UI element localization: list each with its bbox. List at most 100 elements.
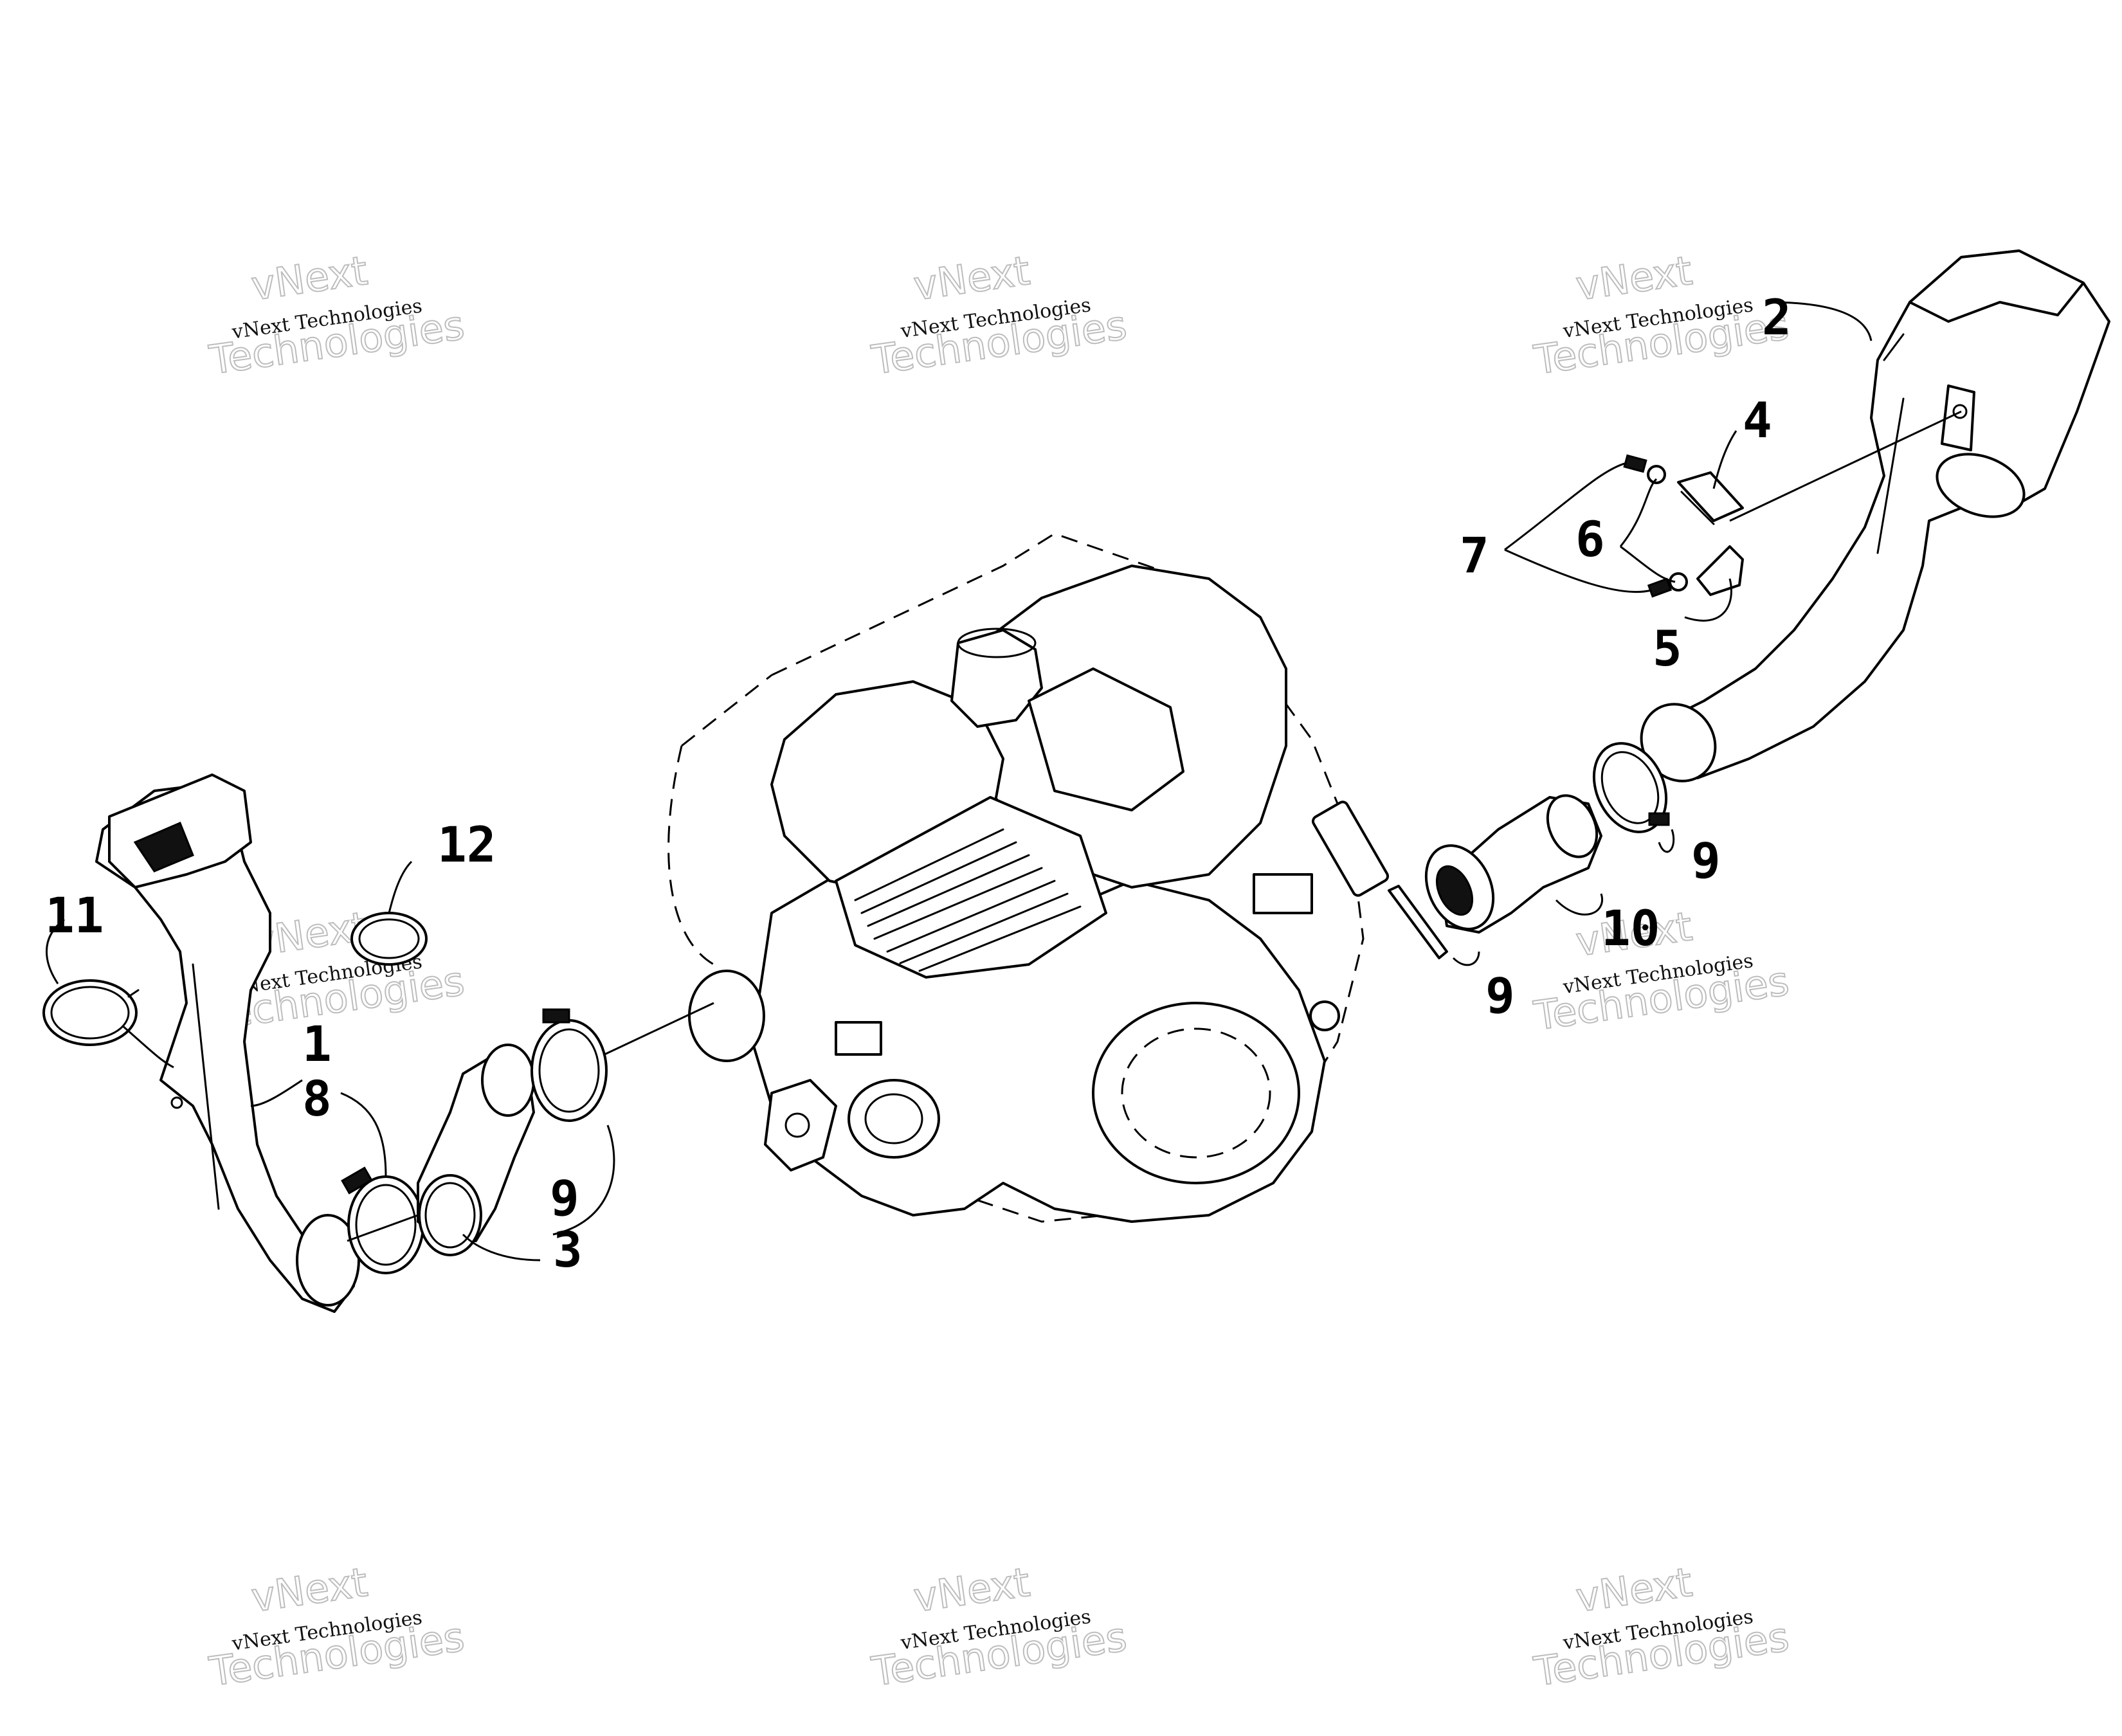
leader-7-bottom xyxy=(1504,548,1652,593)
screw-7-bottom xyxy=(1647,577,1673,598)
cvt-exhaust-port xyxy=(1311,800,1390,897)
exhaust-duct-body xyxy=(1651,249,2110,779)
leader-11-duct xyxy=(122,1024,174,1069)
engine-assembly xyxy=(667,532,1390,1223)
ring-clamp-11 xyxy=(42,979,140,1046)
callout-7: 7 xyxy=(1460,527,1489,584)
leader-11 xyxy=(46,918,65,984)
centerline-right xyxy=(1729,410,1962,522)
leader-8 xyxy=(340,1092,387,1177)
watermark-line1: vNext xyxy=(911,247,1033,309)
watermark-line1: vNext xyxy=(911,1559,1033,1621)
mount-bracket-right xyxy=(1253,873,1313,914)
hose-clamp-9-left-band xyxy=(530,1019,608,1122)
duct-boot-3-upper-rim xyxy=(481,1044,535,1117)
mount-bracket xyxy=(835,1021,882,1056)
leader-9-right xyxy=(1658,829,1675,853)
duct-mount-hole xyxy=(170,1096,183,1109)
callout-9-left: 9 xyxy=(550,1170,579,1227)
hose-clamp-9-left-inner xyxy=(538,1028,600,1113)
watermark-line1: vNext xyxy=(1573,1559,1695,1621)
callout-2: 2 xyxy=(1762,289,1791,346)
ring-clamp-11-inner xyxy=(50,986,130,1040)
callout-11: 11 xyxy=(45,887,104,944)
centerline-left xyxy=(604,1002,714,1056)
cvt-exhaust-duct xyxy=(1640,249,2110,782)
screw-7-top xyxy=(1623,454,1647,473)
duct-boot-3 xyxy=(417,1044,535,1256)
duct-boot-10-upper-rim xyxy=(1546,794,1599,858)
clip-5-body xyxy=(1696,545,1744,596)
watermark-bottom-right: vNext Technologies vNext Technologies xyxy=(1530,1558,1793,1696)
hose-clamp-9-edge xyxy=(1388,885,1448,959)
hose-clamp-9-right-upper xyxy=(1592,742,1670,833)
cylinder xyxy=(835,796,1107,979)
callout-9-right: 9 xyxy=(1691,832,1721,889)
output-yoke xyxy=(764,1079,837,1171)
hose-clamp-8-screw xyxy=(341,1166,373,1195)
callout-9-lower: 9 xyxy=(1485,967,1515,1024)
cooling-fins xyxy=(854,828,1082,972)
ring-clamp-12-band xyxy=(350,912,428,966)
washer-6-top xyxy=(1647,465,1666,484)
ring-clamp-11-gap xyxy=(127,989,140,998)
duct-seam-top xyxy=(1883,333,1905,361)
oil-filter-cap xyxy=(864,1093,923,1144)
hose-clamp-9-left xyxy=(530,1008,608,1122)
leader-3 xyxy=(462,1233,541,1261)
callout-10: 10 xyxy=(1601,900,1660,957)
watermark-line1: vNext xyxy=(1573,247,1695,309)
cover-bolt xyxy=(1309,1000,1340,1031)
yoke-hole xyxy=(784,1112,810,1138)
hose-clamp-9-right-screw xyxy=(1648,812,1670,826)
watermark-top-left: vNext Technologies vNext Technologies xyxy=(206,246,468,384)
bracket-4 xyxy=(1677,471,1744,525)
duct-boot-3-lower-rim-inner xyxy=(424,1182,476,1249)
callout-labels: 2 4 6 7 5 9 10 9 12 11 1 8 9 3 xyxy=(45,289,1791,1278)
watermark-line1: vNext xyxy=(248,247,370,309)
bracket-hole xyxy=(1952,404,1968,419)
hose-clamp-9-right-inner xyxy=(1601,751,1660,824)
hose-clamp-9-left-screw xyxy=(542,1008,570,1024)
watermark-top-center: vNext Technologies vNext Technologies xyxy=(868,246,1130,384)
oil-filter xyxy=(848,1079,940,1159)
leader-10 xyxy=(1555,893,1603,916)
callout-6: 6 xyxy=(1575,511,1605,568)
leader-4 xyxy=(1712,430,1737,489)
duct-boot-10-opening xyxy=(1435,865,1474,916)
duct-boot-10 xyxy=(1424,794,1602,934)
clip-5 xyxy=(1696,545,1744,596)
leader-6-bottom xyxy=(1620,545,1676,583)
callout-1: 1 xyxy=(302,1015,332,1072)
hose-clamp-9-right-lower xyxy=(1388,885,1448,959)
duct-seam xyxy=(1876,397,1905,554)
intake-boot-rim xyxy=(957,628,1037,658)
centerline-left-lower xyxy=(347,1214,419,1242)
cvt-intake-port xyxy=(688,970,765,1062)
stator-cover xyxy=(1092,1002,1300,1184)
callout-4: 4 xyxy=(1743,392,1772,449)
leader-9-lower xyxy=(1452,951,1480,966)
washers-6 xyxy=(1647,465,1688,592)
callout-5: 5 xyxy=(1653,620,1682,677)
leader-12 xyxy=(388,860,413,914)
bracket-4-body xyxy=(1677,471,1744,522)
cvt-intake-duct xyxy=(95,773,360,1313)
bracket-4-edge xyxy=(1680,491,1715,525)
leader-1 xyxy=(250,1079,303,1107)
watermark-top-right: vNext Technologies vNext Technologies xyxy=(1530,246,1793,384)
callout-12: 12 xyxy=(437,816,496,873)
stator-cover-inner xyxy=(1121,1027,1271,1159)
leader-2 xyxy=(1768,301,1873,341)
callout-8: 8 xyxy=(302,1070,332,1127)
starter-motor xyxy=(1028,667,1184,811)
intake-screen xyxy=(133,822,194,873)
leader-9-left xyxy=(552,1125,615,1236)
leader-6-top xyxy=(1619,478,1658,547)
duct-boot-3-lower-rim xyxy=(418,1174,482,1256)
ring-clamp-11-band xyxy=(42,979,138,1046)
assembly-centerlines xyxy=(347,410,1962,1242)
leader-5 xyxy=(1684,578,1732,622)
exhaust-duct-side-outlet xyxy=(1936,453,2026,518)
